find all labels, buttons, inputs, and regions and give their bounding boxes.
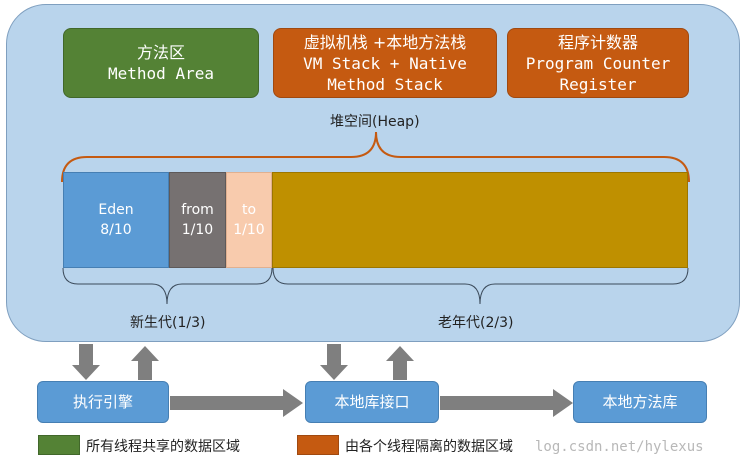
arrow-interface-to-library (440, 389, 573, 417)
eden-name: Eden (98, 202, 134, 218)
old-gen-brace (272, 267, 689, 305)
legend-shared-label: 所有线程共享的数据区域 (86, 439, 240, 455)
from-segment: from 1/10 (169, 172, 226, 268)
from-name: from (181, 202, 214, 218)
eden-ratio: 8/10 (100, 222, 132, 238)
legend-isolated-label: 由各个线程隔离的数据区域 (345, 439, 513, 455)
pc-register-title-cn: 程序计数器 (557, 32, 638, 52)
arrow-up-from-native-interface (386, 346, 414, 380)
legend-shared-swatch (38, 435, 80, 455)
heap-brace (61, 131, 690, 183)
to-name: to (241, 202, 257, 218)
pc-register-title-en-2: Register (559, 74, 637, 94)
vm-stack-title-en-1: VM Stack + Native (303, 53, 467, 73)
old-gen-label: 老年代(2/3) (438, 315, 514, 331)
young-gen-brace (62, 267, 273, 305)
arrow-down-to-engine (72, 344, 100, 380)
execution-engine-box: 执行引擎 (37, 381, 169, 423)
to-ratio: 1/10 (233, 222, 265, 238)
native-library-label: 本地方法库 (602, 392, 678, 411)
to-segment: to 1/10 (226, 172, 272, 268)
from-ratio: 1/10 (181, 222, 214, 238)
young-gen-label: 新生代(1/3) (130, 315, 206, 331)
arrow-down-to-native-interface (320, 344, 348, 380)
pc-register-title-en-1: Program Counter (525, 53, 671, 73)
old-gen-segment (272, 172, 688, 268)
method-area-box: 方法区 Method Area (63, 28, 259, 98)
execution-engine-label: 执行引擎 (72, 392, 133, 411)
native-interface-label: 本地库接口 (334, 392, 410, 411)
eden-segment: Eden 8/10 (63, 172, 169, 268)
method-area-title-cn: 方法区 (136, 43, 185, 62)
native-library-box: 本地方法库 (573, 381, 707, 423)
arrow-up-from-engine (131, 346, 159, 380)
watermark: log.csdn.net/hylexus (535, 439, 704, 455)
method-area-title-en: Method Area (108, 64, 214, 83)
legend-isolated-swatch (297, 435, 339, 455)
arrow-engine-to-interface (170, 389, 303, 417)
native-interface-box: 本地库接口 (305, 381, 439, 423)
heap-label: 堆空间(Heap) (330, 114, 420, 130)
vm-stack-title-en-2: Method Stack (327, 74, 443, 94)
vm-stack-box: 虚拟机栈 +本地方法栈 VM Stack + Native Method Sta… (273, 28, 497, 98)
vm-stack-title-cn: 虚拟机栈 +本地方法栈 (303, 32, 467, 52)
pc-register-box: 程序计数器 Program Counter Register (507, 28, 689, 98)
